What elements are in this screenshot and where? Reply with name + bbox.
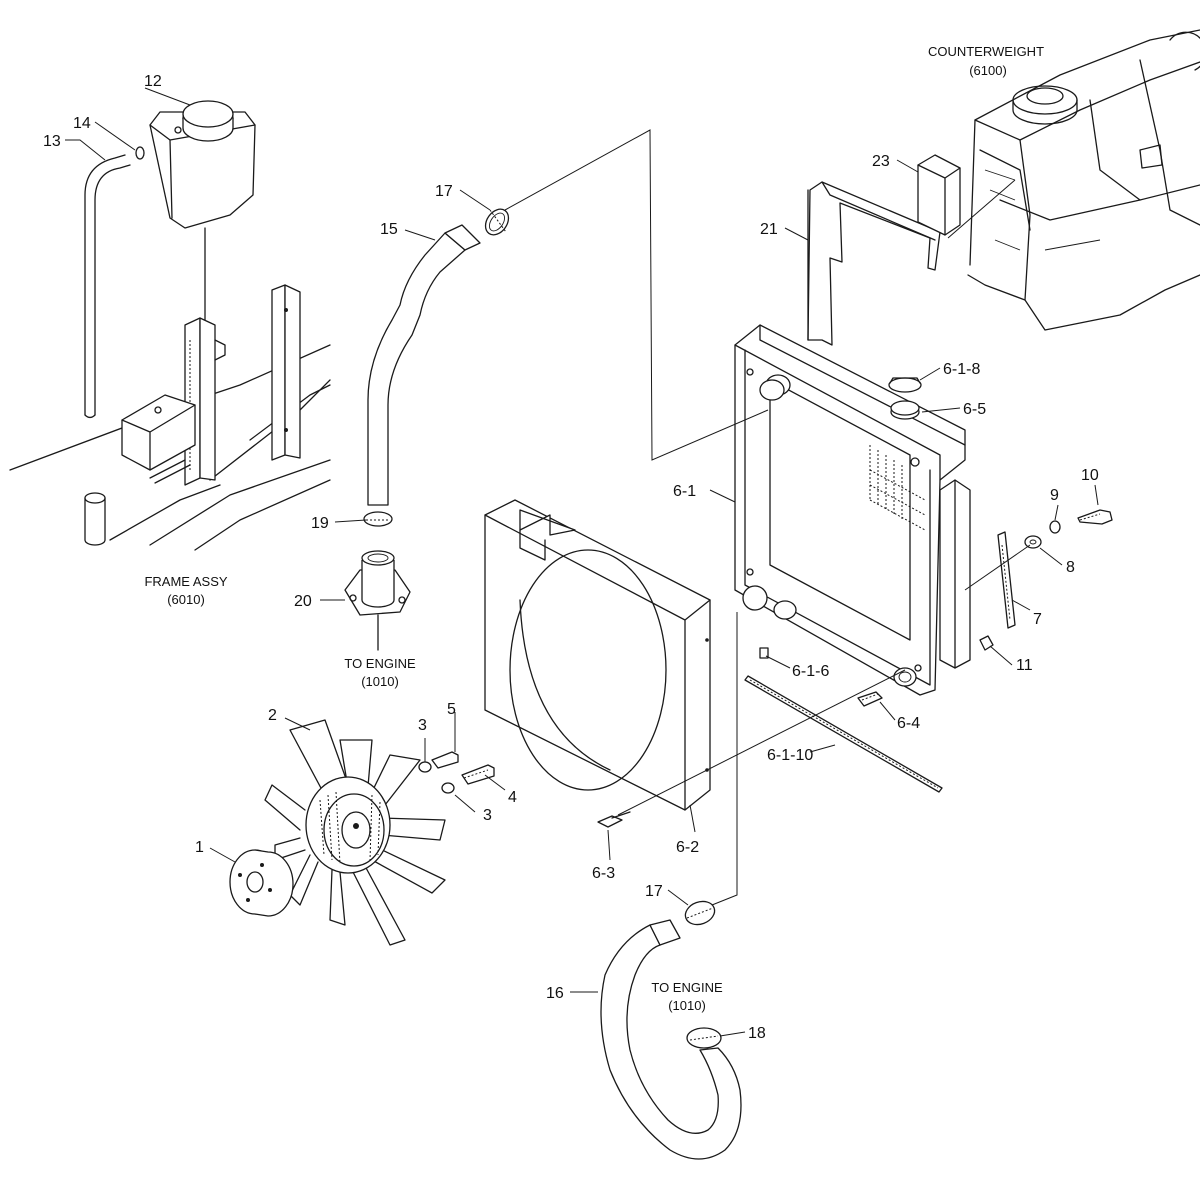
callout-3-upper: 3 (418, 717, 427, 734)
caption-to-engine-upper-code: (1010) (361, 674, 399, 689)
callout-2: 2 (268, 707, 277, 724)
callout-21: 21 (760, 221, 778, 238)
caption-counterweight-title: COUNTERWEIGHT (928, 44, 1044, 59)
caption-frame-assy-title: FRAME ASSY (144, 574, 227, 589)
callout-17-lower: 17 (645, 883, 663, 900)
cooling-fan-drawing (229, 719, 495, 946)
callout-7: 7 (1033, 611, 1042, 628)
caption-to-engine-upper-title: TO ENGINE (344, 656, 416, 671)
callout-6-5: 6-5 (963, 401, 986, 418)
mounting-hardware-drawing (857, 509, 1113, 707)
caption-counterweight: COUNTERWEIGHT (6100) (928, 44, 1044, 78)
caption-to-engine-upper: TO ENGINE (1010) (344, 656, 416, 689)
fan-shroud-drawing (484, 499, 711, 828)
seal-strip-drawing (744, 675, 943, 793)
caption-to-engine-lower: TO ENGINE (1010) (651, 980, 723, 1013)
callout-12: 12 (144, 73, 162, 90)
callout-19: 19 (311, 515, 329, 532)
baffle-plate-drawing (807, 154, 961, 346)
callout-6-1: 6-1 (673, 483, 696, 500)
callout-8: 8 (1066, 559, 1075, 576)
callout-labels: 12 13 14 15 17 19 20 21 23 6-1-8 6-5 6-1… (43, 73, 1099, 1042)
callout-6-1-8: 6-1-8 (943, 361, 980, 378)
callout-4: 4 (508, 789, 517, 806)
lower-hose-drawing (600, 900, 742, 1160)
callout-16: 16 (546, 985, 564, 1002)
callout-14: 14 (73, 115, 91, 132)
callout-6-2: 6-2 (676, 839, 699, 856)
caption-frame-assy: FRAME ASSY (6010) (144, 574, 227, 607)
callout-17-upper: 17 (435, 183, 453, 200)
callout-9: 9 (1050, 487, 1059, 504)
upper-hose-drawing (344, 208, 510, 651)
frame-assy-drawing (9, 284, 331, 551)
callout-6-3: 6-3 (592, 865, 615, 882)
assembly-guide-lines (504, 129, 1031, 906)
reservoir-tank-drawing (84, 100, 256, 419)
callout-15: 15 (380, 221, 398, 238)
callout-3-lower: 3 (483, 807, 492, 824)
callout-23: 23 (872, 153, 890, 170)
callout-20: 20 (294, 593, 312, 610)
callout-18: 18 (748, 1025, 766, 1042)
radiator-drawing (734, 324, 971, 696)
callout-6-4: 6-4 (897, 715, 920, 732)
callout-6-1-6: 6-1-6 (792, 663, 829, 680)
counterweight-drawing (967, 29, 1200, 331)
callout-6-1-10: 6-1-10 (767, 747, 813, 764)
callout-5: 5 (447, 701, 456, 718)
callout-11: 11 (1016, 657, 1033, 674)
caption-to-engine-lower-code: (1010) (668, 998, 706, 1013)
callout-10: 10 (1081, 467, 1099, 484)
caption-frame-assy-code: (6010) (167, 592, 205, 607)
caption-counterweight-code: (6100) (969, 63, 1007, 78)
callout-leaders (65, 87, 1099, 1037)
callout-13: 13 (43, 133, 61, 150)
callout-1: 1 (195, 839, 204, 856)
caption-to-engine-lower-title: TO ENGINE (651, 980, 723, 995)
